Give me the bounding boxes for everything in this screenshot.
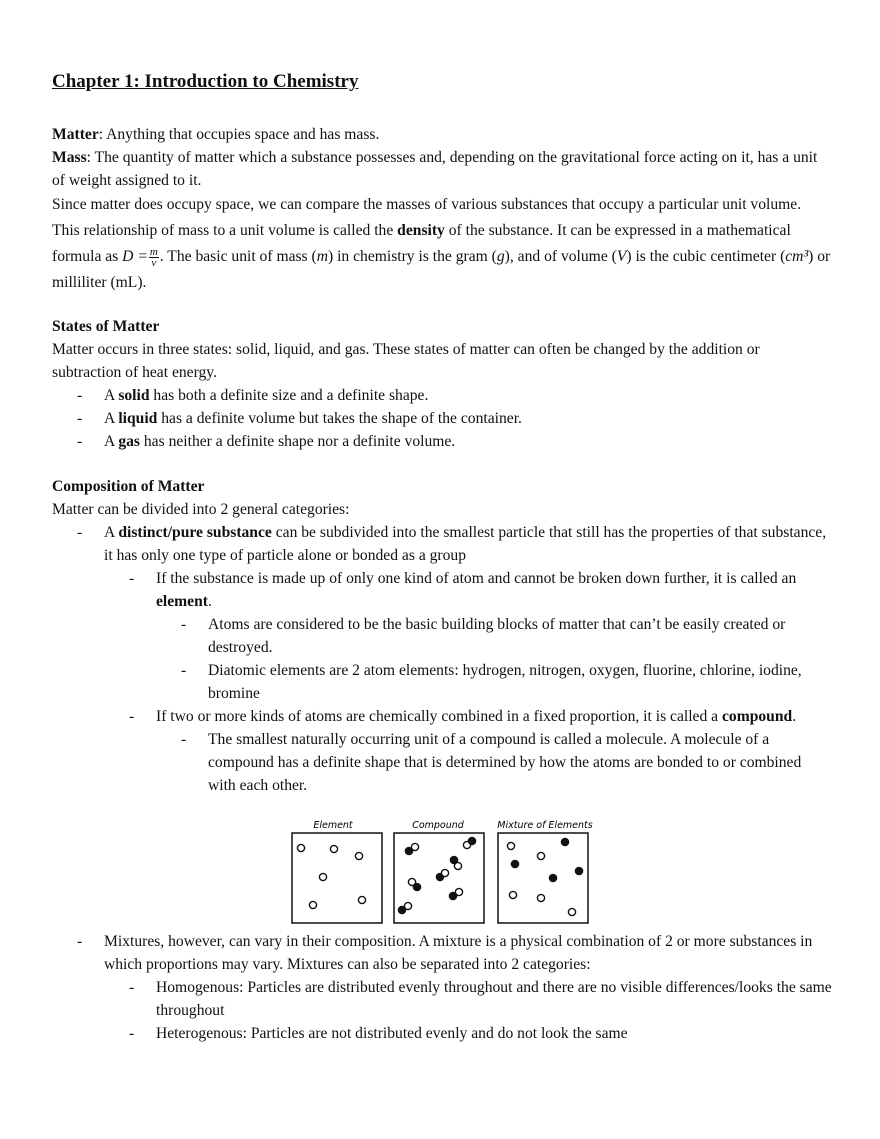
composition-list: A distinct/pure substance can be subdivi… xyxy=(52,521,832,797)
filled-atom xyxy=(397,905,407,915)
element-sublist: Atoms are considered to be the basic bui… xyxy=(156,613,832,705)
element-box xyxy=(291,832,383,924)
mass-term: Mass xyxy=(52,149,87,166)
open-atom xyxy=(308,900,318,910)
open-atom xyxy=(403,901,413,911)
states-list: A solid has both a definite size and a d… xyxy=(52,384,832,453)
compound-sublist: The smallest naturally occurring unit of… xyxy=(156,728,832,797)
open-atom xyxy=(508,890,518,900)
list-item: If two or more kinds of atoms are chemic… xyxy=(104,705,832,797)
open-atom xyxy=(407,877,417,887)
open-atom xyxy=(329,844,339,854)
filled-atom xyxy=(548,873,558,883)
list-item: Heterogenous: Particles are not distribu… xyxy=(104,1022,832,1045)
mixture-box xyxy=(497,832,589,924)
compound-term: compound xyxy=(721,708,793,725)
filled-atom xyxy=(449,855,459,865)
matter-definition: Matter: Anything that occupies space and… xyxy=(52,126,380,143)
open-atom xyxy=(453,861,463,871)
composition-section: Composition of Matter Matter can be divi… xyxy=(52,475,832,797)
mixtures-list: Mixtures, however, can vary in their com… xyxy=(52,930,832,1045)
list-item: Atoms are considered to be the basic bui… xyxy=(156,613,832,659)
compound-box xyxy=(393,832,485,924)
filled-atom xyxy=(574,866,584,876)
density-term: density xyxy=(397,222,445,239)
pure-substance-term: distinct/pure substance xyxy=(118,524,272,541)
figure-label-mixture: Mixture of Elements xyxy=(497,820,592,831)
list-item: A distinct/pure substance can be subdivi… xyxy=(52,521,832,797)
pure-substance-sublist: If the substance is made up of only one … xyxy=(104,567,832,797)
list-item: Mixtures, however, can vary in their com… xyxy=(52,930,832,1045)
list-item: Homogenous: Particles are distributed ev… xyxy=(104,976,832,1022)
list-item: A liquid has a definite volume but takes… xyxy=(52,407,832,430)
open-atom xyxy=(567,907,577,917)
filled-atom xyxy=(510,859,520,869)
open-atom xyxy=(296,843,306,853)
list-item: The smallest naturally occurring unit of… xyxy=(156,728,832,797)
states-section: States of Matter Matter occurs in three … xyxy=(52,315,832,453)
element-frame xyxy=(291,832,383,924)
figure-label-element: Element xyxy=(313,820,354,831)
filled-atom xyxy=(467,836,477,846)
mixtures-section: Mixtures, however, can vary in their com… xyxy=(52,930,832,1045)
open-atom xyxy=(454,887,464,897)
open-atom xyxy=(536,893,546,903)
matter-term: Matter xyxy=(52,126,99,143)
composition-heading: Composition of Matter xyxy=(52,478,205,495)
list-item: Diatomic elements are 2 atom elements: h… xyxy=(156,659,832,705)
density-formula-lhs: D = xyxy=(122,248,148,265)
list-item: If the substance is made up of only one … xyxy=(104,567,832,705)
open-atom xyxy=(506,841,516,851)
filled-atom xyxy=(412,882,422,892)
open-atom xyxy=(318,872,328,882)
filled-atom xyxy=(448,891,458,901)
list-item: A gas has neither a definite shape nor a… xyxy=(52,430,832,453)
states-intro: Matter occurs in three states: solid, li… xyxy=(52,341,760,381)
open-atom xyxy=(357,895,367,905)
open-atom xyxy=(410,842,420,852)
composition-intro: Matter can be divided into 2 general cat… xyxy=(52,501,350,518)
filled-atom xyxy=(560,837,570,847)
compound-frame xyxy=(393,832,485,924)
open-atom xyxy=(536,851,546,861)
mass-definition: Mass: The quantity of matter which a sub… xyxy=(52,149,818,189)
intro-section: Matter: Anything that occupies space and… xyxy=(52,123,832,296)
figure-label-compound: Compound xyxy=(412,820,465,831)
states-heading: States of Matter xyxy=(52,318,160,335)
particle-diagram: Element Compound Mixture of Elements xyxy=(291,820,593,924)
open-atom xyxy=(440,868,450,878)
density-paragraph: Since matter does occupy space, we can c… xyxy=(52,196,831,291)
open-atom xyxy=(354,851,364,861)
mixtures-sublist: Homogenous: Particles are distributed ev… xyxy=(104,976,832,1045)
filled-atom xyxy=(404,846,414,856)
element-term: element xyxy=(156,593,208,610)
mixture-frame xyxy=(497,832,589,924)
list-item: A solid has both a definite size and a d… xyxy=(52,384,832,407)
chapter-title: Chapter 1: Introduction to Chemistry xyxy=(52,71,359,92)
